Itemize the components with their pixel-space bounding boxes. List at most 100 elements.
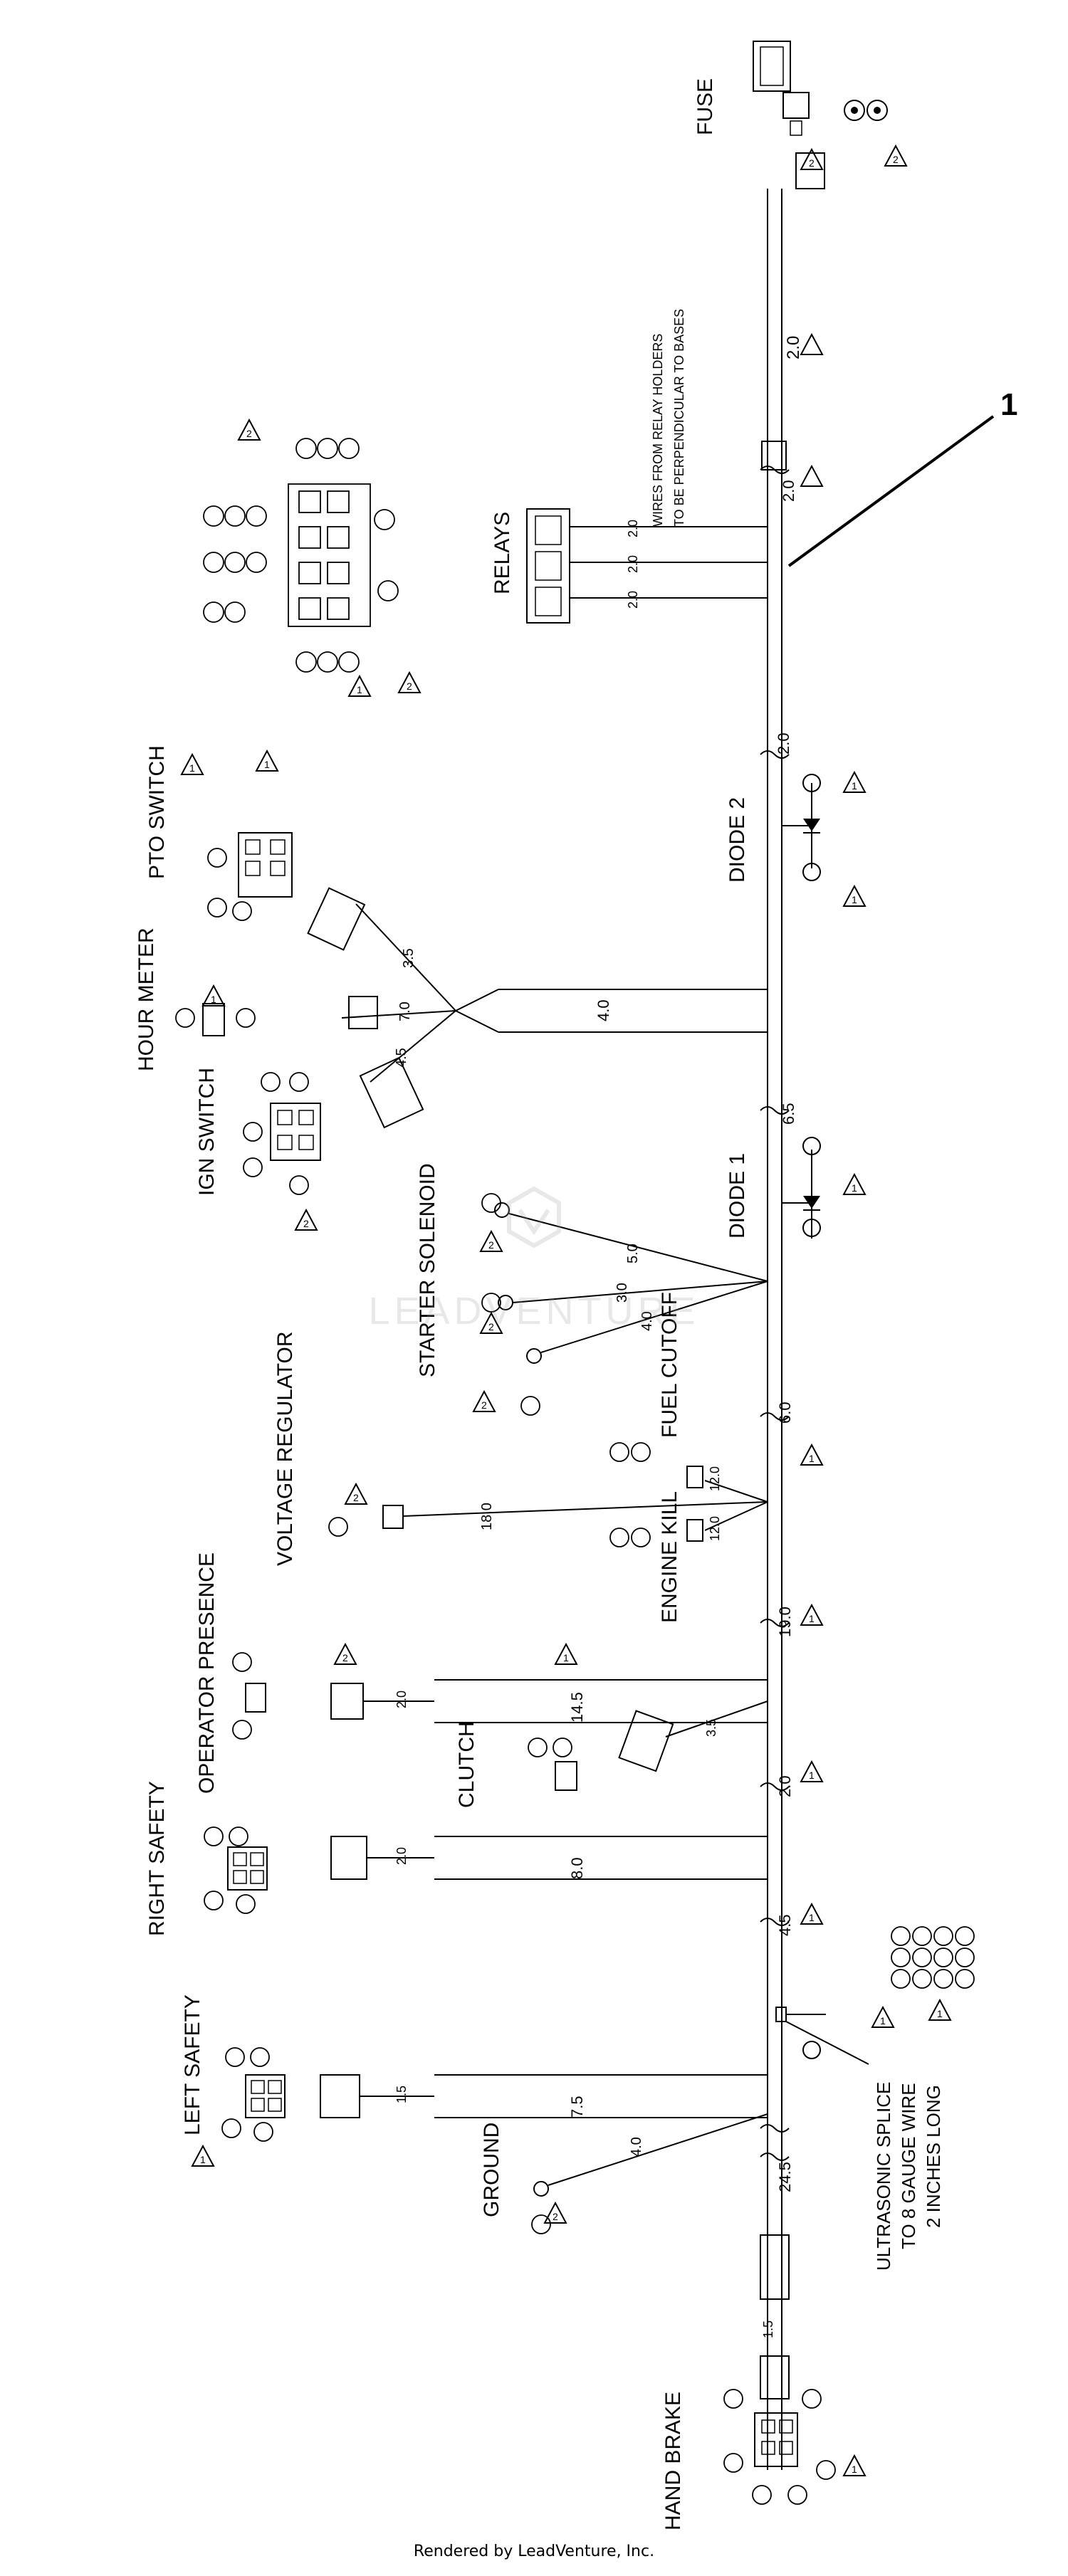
warning-triangle-icon — [800, 1902, 824, 1925]
warning-triangle-icon — [397, 671, 422, 693]
warning-number: 2 — [488, 1321, 494, 1332]
warning-triangle-icon — [479, 1311, 503, 1334]
splice-note-1: ULTRASONIC SPLICE — [873, 2082, 894, 2271]
ring-terminal-icon — [494, 1202, 510, 1218]
dim-kill-lead: 12.0 — [708, 1516, 722, 1541]
fuse-body — [782, 92, 810, 119]
warning-number: 2 — [303, 1218, 309, 1229]
warning-number: 1 — [852, 780, 857, 792]
fuse-assembly: FUSE 2 2 2.0 — [693, 41, 908, 359]
dim-regulator-lead: 18.0 — [479, 1503, 495, 1530]
warning-triangle-icon — [884, 144, 908, 167]
warning-number: 2 — [488, 1239, 494, 1251]
warning-triangle-icon — [842, 1172, 867, 1195]
warning-number: 1 — [809, 1912, 815, 1923]
fuse-label: FUSE — [693, 78, 717, 135]
dim-op-cable: 14.5 — [568, 1692, 586, 1723]
dim-solenoid-a: 5.0 — [625, 1244, 641, 1263]
ring-terminal-icon — [526, 1348, 542, 1364]
warning-number: 1 — [264, 759, 270, 770]
warning-number: 1 — [852, 1182, 857, 1194]
warning-triangle-icon — [255, 749, 279, 772]
fuse-holder — [753, 41, 791, 92]
warning-number: 2 — [246, 428, 252, 439]
diode-icon — [803, 819, 820, 831]
warning-triangle-icon — [237, 418, 261, 441]
warning-triangle-icon — [201, 984, 226, 1006]
clutch-assembly: CLUTCH 3.5 2.0 1 — [455, 1700, 824, 1808]
warning-triangle-icon — [333, 1642, 357, 1665]
clutch-label: CLUTCH — [455, 1721, 478, 1808]
warning-triangle-icon — [842, 770, 867, 793]
warning-triangle-icon — [800, 1603, 824, 1626]
warning-triangle-icon — [842, 2454, 867, 2476]
pto-switch-assembly: PTO SWITCH 1 1 — [145, 745, 293, 921]
starter-solenoid-assembly: STARTER SOLENOID 2 2 2 — [416, 1163, 768, 1416]
left-safety-label: LEFT SAFETY — [181, 1994, 204, 2135]
warning-triangle-icon — [472, 1389, 496, 1412]
warning-number: 1 — [937, 2008, 943, 2019]
dim-solenoid-b: 3.0 — [614, 1283, 630, 1303]
dim-brake-trunk: 24.5 — [776, 2162, 794, 2192]
warning-number: 1 — [563, 1652, 569, 1663]
fuel-cutoff-assembly: FUEL CUTOFF ENGINE KILL 6.0 12.0 12.0 1 — [609, 1292, 824, 1623]
starter-solenoid-label: STARTER SOLENOID — [416, 1163, 439, 1377]
ultrasonic-splice-assembly: 1 1 ULTRASONIC SPLICE TO 8 GAUGE WIRE 2 … — [775, 1926, 975, 2271]
warning-number: 2 — [553, 2211, 558, 2222]
right-safety-label: RIGHT SAFETY — [145, 1781, 169, 1936]
hour-meter-label: HOUR METER — [135, 927, 158, 1071]
dim-brake-lead: 1.5 — [761, 2320, 775, 2338]
warning-number: 1 — [357, 684, 362, 695]
watermark-text: LEADVENTURE — [368, 1290, 699, 1332]
warning-triangle-icon — [800, 1443, 824, 1466]
relay-holder — [526, 508, 570, 624]
dim-right-cable: 8.0 — [568, 1857, 586, 1879]
warning-triangle-icon — [800, 464, 824, 487]
fuse-terminal-icon — [844, 100, 865, 121]
splice-note-3: 2 INCHES LONG — [923, 2085, 944, 2228]
relay-connector-cluster — [203, 438, 399, 673]
right-safety-assembly: RIGHT SAFETY 2.0 8.0 4.5 1 — [145, 1781, 824, 1936]
ground-label: GROUND — [480, 2123, 503, 2217]
warning-triangle-icon — [344, 1482, 368, 1505]
warning-triangle-icon — [479, 1229, 503, 1252]
dim-clutch-lead: 3.5 — [704, 1719, 718, 1737]
ign-switch-assembly: IGN SWITCH 2 — [195, 1068, 321, 1231]
warning-number: 1 — [852, 2464, 857, 2475]
dim-left-cable: 7.5 — [568, 2096, 586, 2118]
voltage-regulator-label: VOLTAGE REGULATOR — [273, 1331, 297, 1566]
warning-number: 1 — [809, 1613, 815, 1624]
engine-kill-label: ENGINE KILL — [658, 1491, 681, 1623]
ign-switch-label: IGN SWITCH — [195, 1068, 219, 1196]
relays-label: RELAYS — [491, 512, 514, 594]
warning-triangle-icon — [294, 1208, 318, 1231]
warning-number: 1 — [211, 994, 216, 1005]
dim-op-lead: 2.0 — [394, 1691, 409, 1708]
dim-left-lead: 1.5 — [394, 2086, 409, 2103]
warning-number: 1 — [189, 762, 195, 774]
warning-number: 2 — [893, 154, 899, 165]
warning-number: 1 — [852, 894, 857, 905]
dim-ign-lead: 4.5 — [394, 1048, 409, 1068]
dim-clutch-trunk: 2.0 — [776, 1775, 794, 1797]
relay-note-1: WIRES FROM RELAY HOLDERS — [651, 334, 665, 527]
diode-2-assembly: DIODE 2 2.0 1 1 — [726, 732, 867, 907]
warning-triangle-icon — [928, 1998, 952, 2021]
warning-number: 2 — [353, 1492, 359, 1503]
footer-credit: Rendered by LeadVenture, Inc. — [413, 2543, 655, 2560]
dim-relay-trunk: 2.0 — [780, 480, 797, 502]
dim-fuel-trunk: 6.0 — [776, 1402, 794, 1424]
diode-1-assembly: DIODE 1 6.5 1 — [726, 1103, 867, 1239]
relays-assembly: RELAYS WIRES FROM RELAY HOLDERS TO BE PE… — [491, 309, 824, 624]
warning-number: 1 — [880, 2015, 886, 2026]
relay-note-2: TO BE PERPENDICULAR TO BASES — [672, 309, 686, 527]
callout-number: 1 — [1000, 387, 1017, 422]
dim-solenoid-c: 4.0 — [639, 1311, 655, 1331]
hour-meter-assembly: HOUR METER 1 — [135, 927, 256, 1071]
fuel-cutoff-label: FUEL CUTOFF — [658, 1292, 681, 1438]
diode-1-label: DIODE 1 — [726, 1153, 749, 1239]
pto-switch-label: PTO SWITCH — [145, 745, 169, 879]
leadventure-watermark: LEADVENTURE — [368, 1186, 699, 1332]
dim-right-lead: 2.0 — [394, 1847, 409, 1865]
